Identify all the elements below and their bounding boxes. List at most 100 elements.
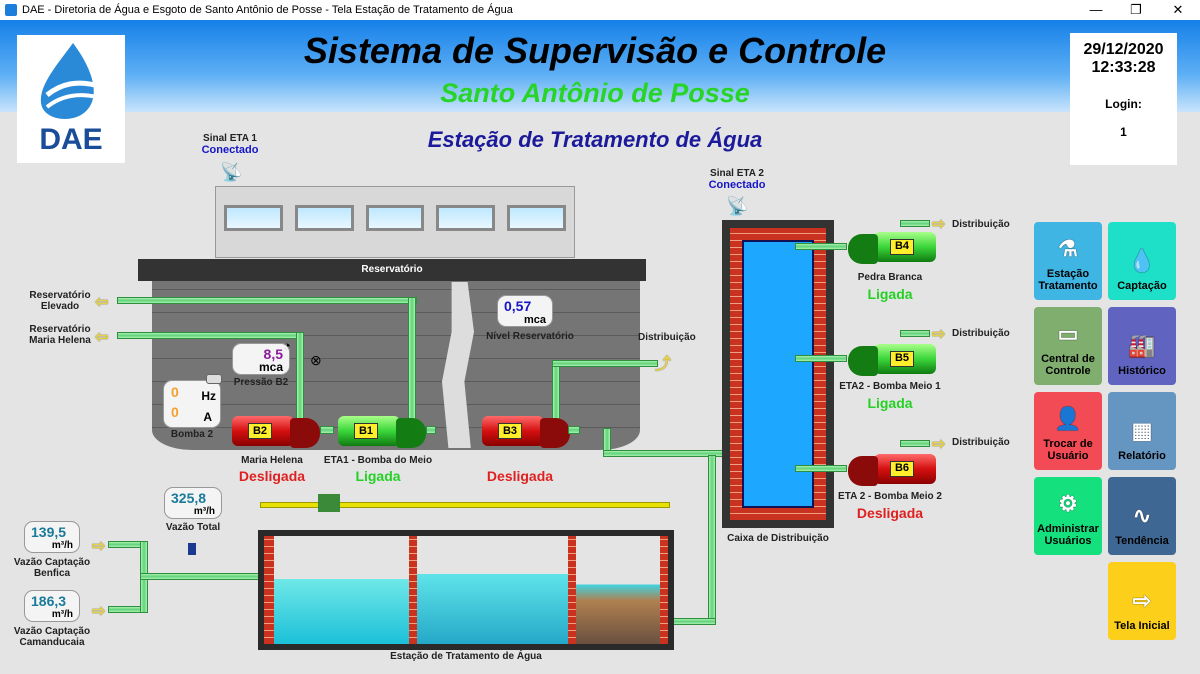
pipe-stub [320,426,334,434]
pipe-stub [426,426,436,434]
pipe-eta-out [673,618,716,625]
pipe-elevado [117,297,417,304]
outlet-distribution: Distribuição [952,328,1010,339]
pipe [900,440,930,447]
pump-b1-name: ETA1 - Bomba do Meio [323,455,433,466]
arrow-left-icon: ⇦ [95,294,109,311]
satellite-dish-icon: 📡 [726,196,749,216]
logo-text: DAE [39,123,103,156]
mixer-motor-icon [318,494,340,512]
nav-label: Tratamento [1038,280,1098,292]
pressure-label: Pressão B2 [233,377,289,388]
arrow-right-icon: ⇨ [92,603,106,620]
user-icon: 👤 [1054,406,1082,431]
lab-flask-icon: ⚗ [1058,236,1078,261]
nav-button-histórico[interactable]: 🏭Histórico [1108,307,1176,385]
gears-icon: ⚙ [1058,491,1078,516]
nav-label: Trocar de [1043,438,1093,450]
time: 12:33:28 [1091,59,1156,76]
level-unit: mca [523,314,546,326]
pipe [795,243,847,250]
pump-b5[interactable] [840,342,936,378]
nav-label: Usuário [1047,450,1089,462]
pump-b1[interactable]: B1 [338,414,434,450]
factory-icon: 🏭 [1128,333,1156,358]
total-flow-label: Vazão Total [165,522,221,533]
pump-b6-name: ETA 2 - Bomba Meio 2 [838,491,942,502]
pump-tag: B5 [890,351,914,367]
pipe-maria-helena [117,332,303,339]
close-button[interactable]: ✕ [1172,2,1184,17]
cam-flow-value: 186,3 [31,593,67,609]
page-title: Estação de Tratamento de Água [427,127,763,152]
water-drop-logo-icon [40,43,98,119]
pump-tag: B4 [890,239,914,255]
level-value: 0,57 [504,298,532,314]
app-title: Sistema de Supervisão e Controle [303,30,887,71]
pump-b2-name: Maria Helena [241,455,303,466]
pipe [900,330,930,337]
arrow-right-icon: ⇨ [932,216,946,233]
nav-button-captação[interactable]: 💧Captação [1108,222,1176,300]
outlet-distribution: Distribuição [952,437,1010,448]
nav-label: Relatório [1118,450,1166,462]
arrow-right-icon: ⇨ [1132,588,1152,613]
arrow-right-icon: ⇨ [932,326,946,343]
pipe [795,465,847,472]
benfica-l2: Benfica [33,568,71,579]
nav-label: Tendência [1115,535,1169,547]
grid-icon: ▦ [1131,418,1153,443]
pump-tag: B1 [354,423,378,439]
title-bar: DAE - Diretoria de Água e Esgoto de Sant… [0,0,1200,20]
benfica-flow-unit: m³/h [51,540,73,551]
restore-button[interactable]: ❐ [1130,2,1142,17]
minimize-button[interactable]: — [1089,2,1103,17]
nav-button-relatório[interactable]: ▦ Relatório [1108,392,1176,470]
pump-b4[interactable] [840,230,936,266]
header-band [0,20,1200,112]
pump-b6[interactable] [840,452,936,488]
water-drop-icon: 💧 [1128,248,1156,273]
nav-label: Estação [1046,268,1090,280]
hz-value: 0 [171,384,179,400]
pipe [900,220,930,227]
pipe-to-eta [140,573,262,580]
flow-meter-icon [188,543,196,555]
signal-eta2-label: Sinal ETA 2 [710,168,764,179]
nav-label: Administrar [1037,523,1099,535]
cam-l1: Vazão Captação [13,626,91,637]
pump-b2[interactable]: B2 [232,414,328,450]
cam-l2: Camanducaia [19,637,85,648]
window-title: DAE - Diretoria de Água e Esgoto de Sant… [22,4,513,16]
signal-eta2-status: Conectado [708,179,766,191]
pump-b3[interactable]: B3 [482,414,578,450]
outlet-elevado-l2: Elevado [40,301,80,312]
outlet-mh-l1: Reservatório [29,324,91,335]
nav-button-tela-inicial[interactable]: ⇨Tela Inicial [1108,562,1176,640]
dae-logo: DAE [17,35,125,163]
nav-button-tendência[interactable]: ∿Tendência [1108,477,1176,555]
pump-tag: B3 [498,423,522,439]
valve-icon: ⊗ [310,352,322,368]
benfica-l1: Vazão Captação [13,557,91,568]
app-icon [5,4,17,16]
pipe-b2-riser [296,332,304,424]
nav-label: Central de [1041,353,1095,365]
outlet-elevado-l1: Reservatório [29,290,91,301]
login-label: Login: [1105,97,1142,111]
pump-b5-state: Ligada [867,395,913,411]
satellite-dish-icon: 📡 [220,162,243,182]
pump-b3-state: Desligada [486,468,554,484]
level-label: Nível Reservatório [486,331,574,342]
